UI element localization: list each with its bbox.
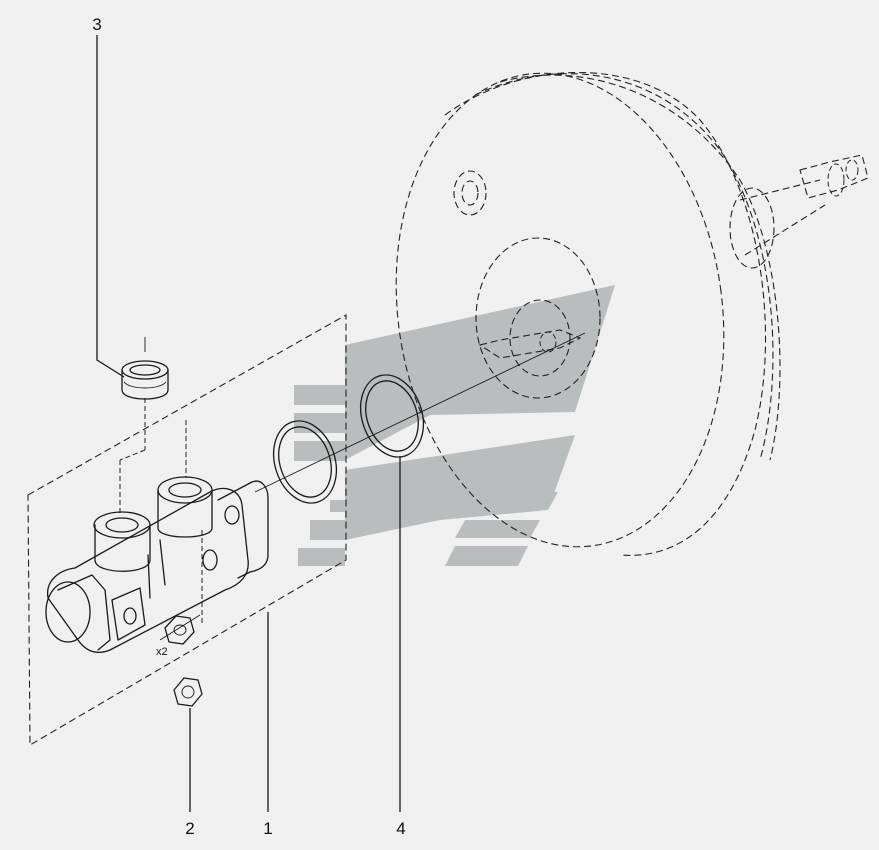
nut-pair [159, 614, 201, 645]
callout-3: 3 [92, 15, 101, 34]
seal-ring-front [273, 420, 337, 504]
watermark-logo [294, 285, 615, 566]
nut [173, 677, 203, 707]
seal-ring-rear [360, 374, 424, 458]
callout-4: 4 [396, 819, 405, 838]
callout-1: 1 [263, 819, 272, 838]
master-cylinder [45, 476, 269, 654]
grommet [121, 337, 169, 400]
leader-lines [96, 35, 401, 812]
callout-2: 2 [185, 819, 194, 838]
axis-line [254, 332, 586, 493]
assembly-guide-lines [119, 398, 203, 625]
quantity-note: x2 [156, 646, 168, 658]
kit-boundary [27, 314, 347, 746]
brake-booster [395, 71, 869, 556]
